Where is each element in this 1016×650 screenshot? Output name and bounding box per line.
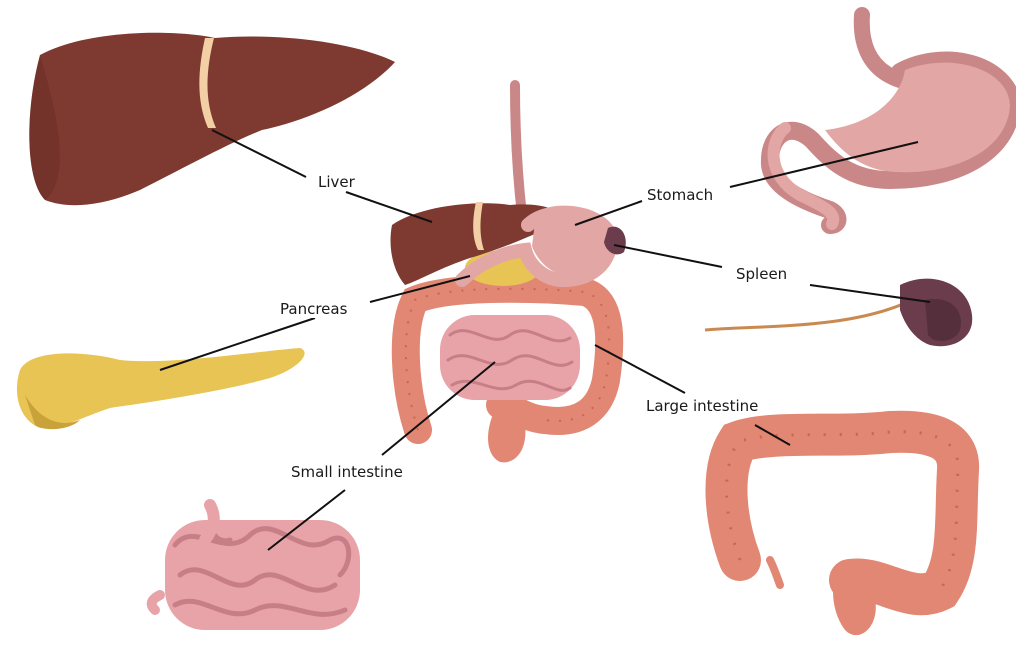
stomach-label: Stomach [644, 186, 716, 204]
liver-leader-upper [212, 130, 306, 177]
liver-leader-lower [346, 192, 432, 222]
liver-label: Liver [315, 173, 358, 191]
spleen-leader-left [614, 245, 722, 267]
small-intestine-label: Small intestine [288, 463, 406, 481]
spleen-label: Spleen [733, 265, 790, 283]
small-intestine-illustration [152, 505, 360, 630]
stomach-illustration [770, 15, 1012, 225]
large-intestine-label: Large intestine [643, 397, 761, 415]
central-digestive-system [391, 85, 626, 462]
pancreas-illustration [17, 348, 305, 429]
large-intestine-illustration [726, 432, 958, 635]
pancreas-label: Pancreas [277, 300, 350, 318]
